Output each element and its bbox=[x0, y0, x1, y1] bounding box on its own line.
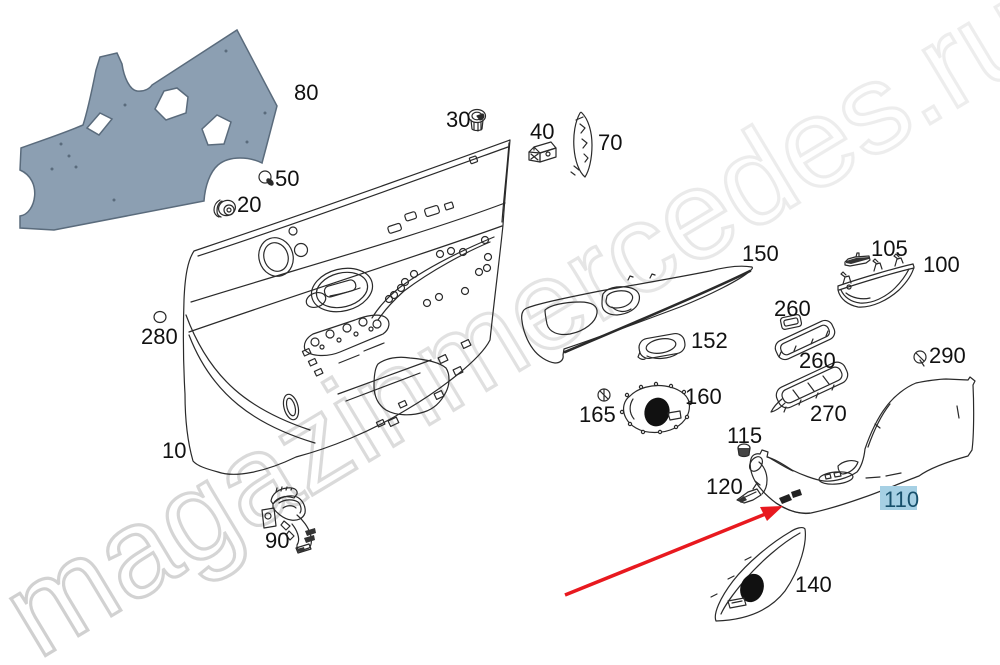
svg-text:270: 270 bbox=[810, 401, 847, 426]
svg-text:152: 152 bbox=[691, 328, 728, 353]
svg-text:165: 165 bbox=[579, 402, 616, 427]
svg-text:30: 30 bbox=[446, 107, 470, 132]
svg-text:110: 110 bbox=[884, 487, 919, 512]
svg-text:80: 80 bbox=[294, 80, 318, 105]
svg-text:10: 10 bbox=[162, 438, 186, 463]
svg-text:280: 280 bbox=[141, 324, 178, 349]
svg-text:260: 260 bbox=[799, 348, 836, 373]
svg-text:50: 50 bbox=[275, 166, 299, 191]
svg-text:120: 120 bbox=[706, 474, 743, 499]
svg-text:290: 290 bbox=[929, 343, 966, 368]
svg-text:105: 105 bbox=[871, 236, 908, 261]
svg-text:20: 20 bbox=[237, 192, 261, 217]
svg-text:150: 150 bbox=[742, 241, 779, 266]
svg-text:115: 115 bbox=[727, 423, 762, 448]
svg-text:90: 90 bbox=[265, 528, 289, 553]
svg-text:260: 260 bbox=[774, 296, 811, 321]
svg-text:70: 70 bbox=[598, 130, 622, 155]
svg-text:40: 40 bbox=[530, 119, 554, 144]
svg-text:140: 140 bbox=[795, 572, 832, 597]
svg-text:160: 160 bbox=[685, 384, 722, 409]
svg-text:100: 100 bbox=[923, 252, 960, 277]
